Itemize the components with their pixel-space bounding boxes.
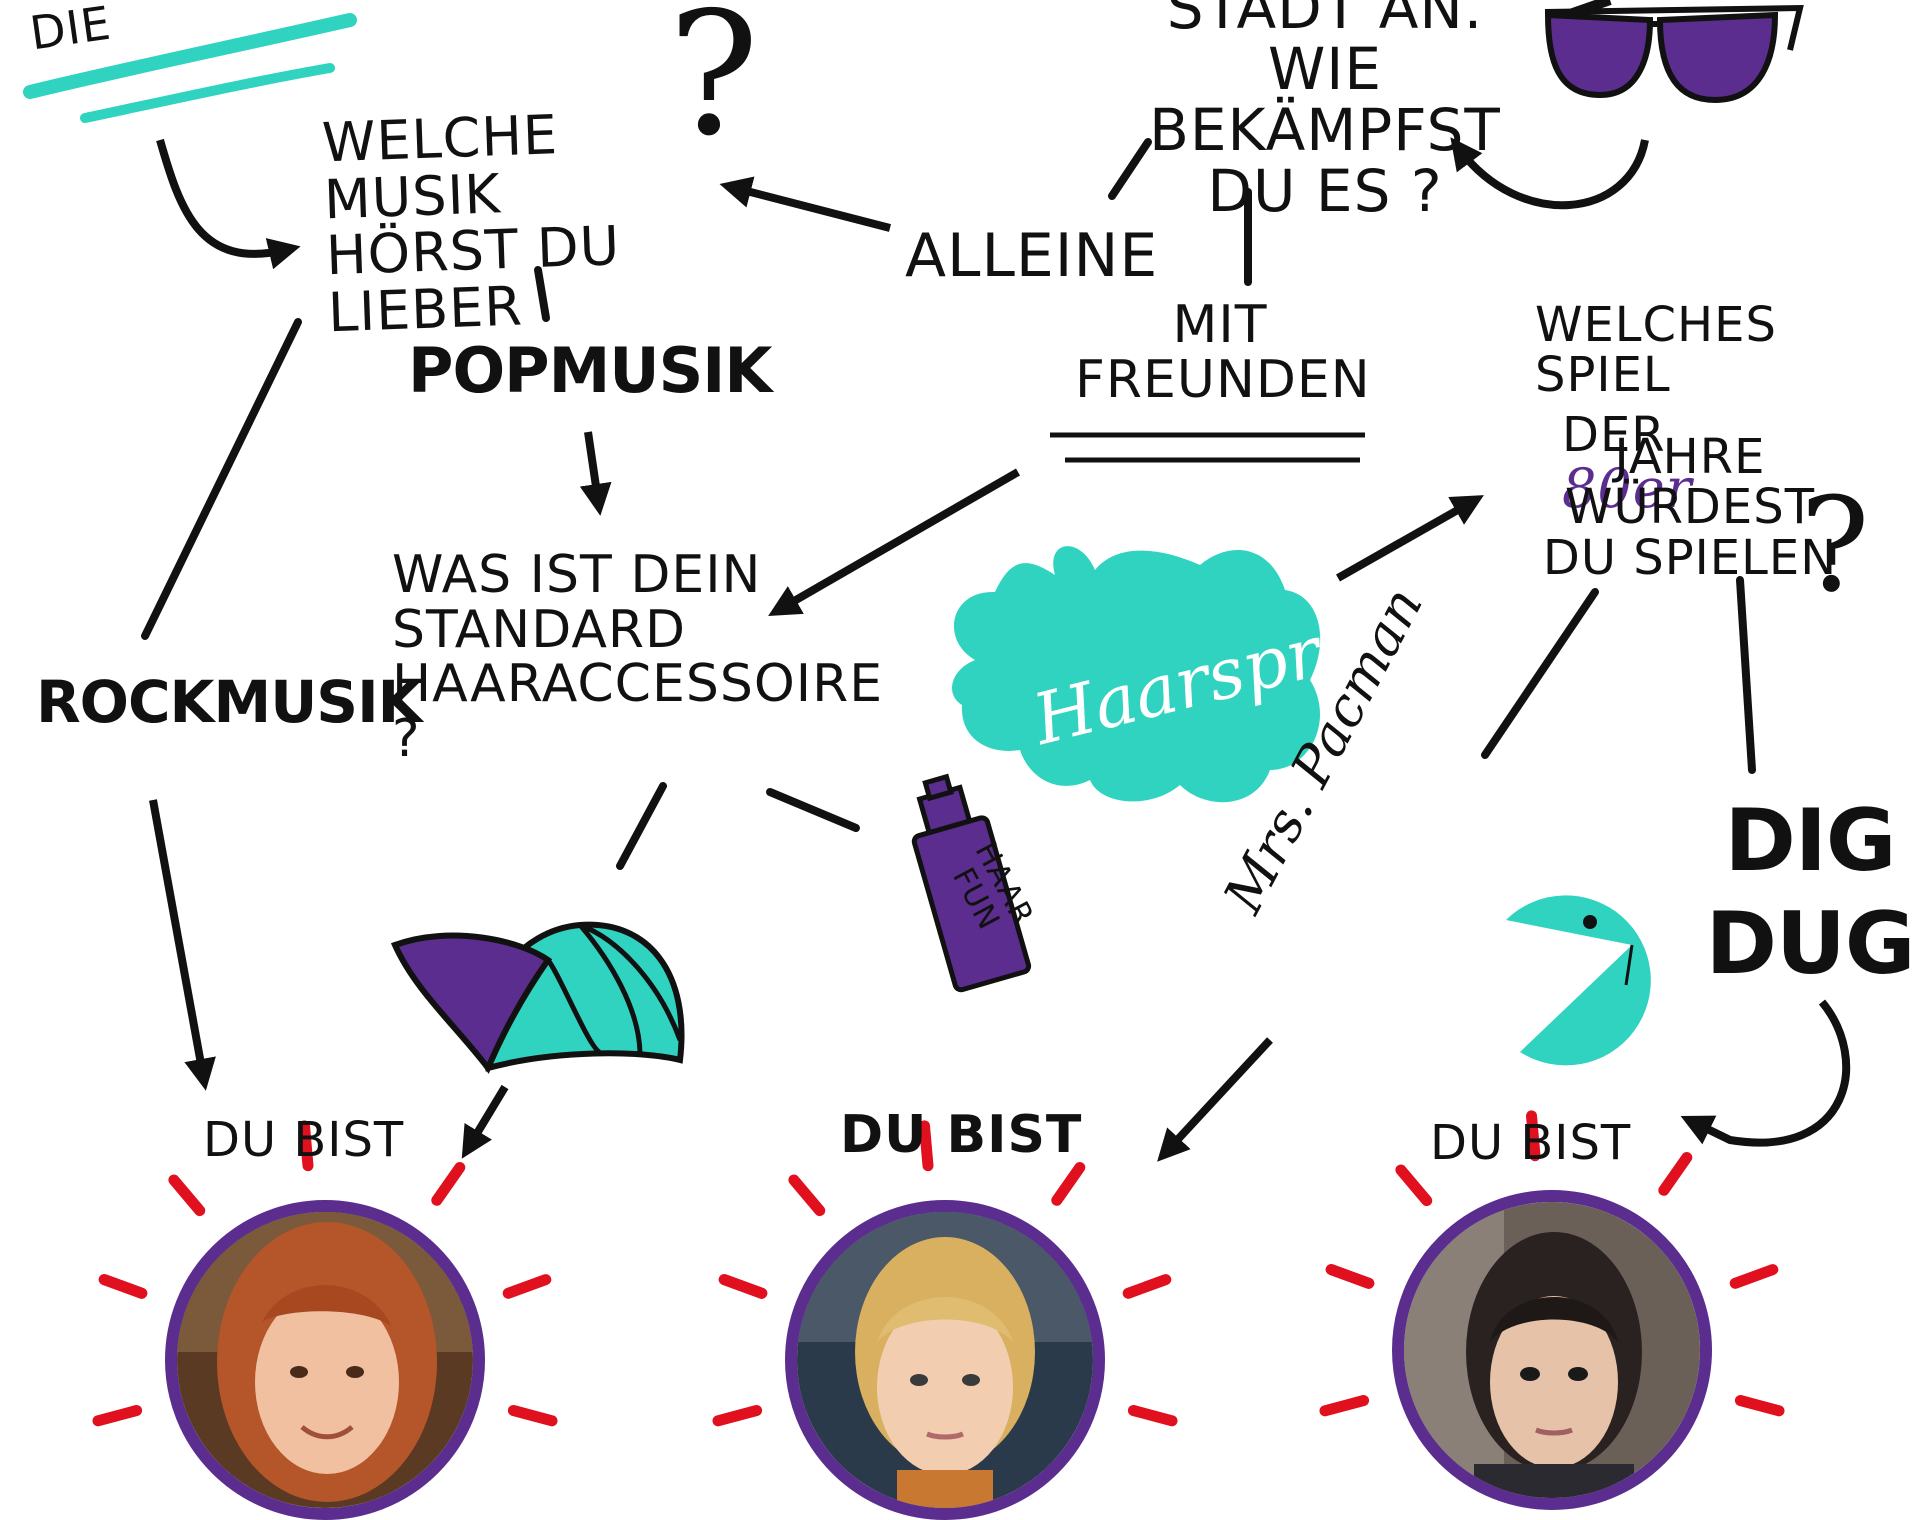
question-hair: WAS IST DEIN STANDARD HAARACCESSOIRE ? — [392, 545, 884, 769]
arrow-hairspray-to-game — [1336, 495, 1484, 582]
burst-mark — [1729, 1264, 1779, 1289]
arrow-rock-to-result1 — [149, 799, 216, 1091]
burst-mark — [1319, 1395, 1370, 1417]
question-game-line2: DER 80er — [1562, 360, 1692, 517]
line-game-to-mspacman — [1481, 588, 1599, 759]
burst-mark — [507, 1405, 558, 1427]
result-label-1: DU BIST — [203, 1112, 405, 1168]
burst-mark — [1122, 1274, 1172, 1299]
result-photo-2 — [785, 1200, 1105, 1520]
portrait-dark-hair — [1404, 1202, 1700, 1498]
title-partial: DIE — [26, 0, 115, 61]
arrow-title-to-music — [156, 138, 301, 270]
question-game-der: DER — [1562, 407, 1666, 464]
burst-mark — [712, 1405, 763, 1427]
result-photo-3 — [1392, 1190, 1712, 1510]
burst-mark — [1395, 1164, 1433, 1207]
arrow-digdug-to-result3 — [1680, 999, 1851, 1147]
pacman-icon — [1506, 895, 1651, 1066]
question-game-line1: WELCHES SPIEL — [1535, 297, 1777, 404]
portrait-redhead — [177, 1212, 473, 1508]
hairspray-cloud-icon — [952, 546, 1321, 803]
portrait-blonde — [797, 1212, 1093, 1508]
question-mark-icon: ? — [668, 0, 760, 174]
burst-mark — [1127, 1405, 1178, 1427]
line-hair-to-cap — [616, 782, 667, 870]
answer-digdug: DIG DUG — [1705, 791, 1916, 995]
friends-underline — [1050, 432, 1365, 463]
result-label-2: DU BIST — [840, 1105, 1083, 1165]
question-game-line3: JAHRE WÜRDEST DU SPIELEN — [1542, 429, 1838, 586]
result-label-3: DU BIST — [1430, 1115, 1632, 1171]
burst-mark — [98, 1274, 148, 1299]
arrow-friends-to-hair — [768, 468, 1020, 616]
arrow-mspacman-to-result2 — [1157, 1037, 1273, 1162]
burst-mark — [1658, 1152, 1693, 1196]
burst-mark — [299, 1120, 314, 1172]
cap-icon — [390, 921, 685, 1074]
flowchart-canvas — [23, 0, 1851, 1427]
answer-friends: MIT FREUNDEN — [1075, 295, 1371, 410]
answer-pop: POPMUSIK — [408, 334, 772, 407]
question-game-80er: 80er — [1562, 456, 1693, 520]
title-highlight — [23, 13, 357, 123]
burst-mark — [788, 1174, 826, 1217]
line-music-to-rock — [141, 318, 302, 640]
arrow-cap-to-result1 — [461, 1084, 509, 1159]
question-threat: STADT AN. WIE BEKÄMPFST DU ES ? — [1149, 0, 1501, 225]
burst-mark — [92, 1405, 143, 1427]
spray-can-icon — [911, 773, 1032, 993]
answer-alone: ALLEINE — [905, 221, 1159, 291]
line-threat-to-alone — [1108, 138, 1152, 200]
arrow-alone-to-music — [719, 176, 891, 232]
burst-mark — [168, 1174, 206, 1217]
arrow-sunglasses-to-threat — [1450, 137, 1649, 210]
question-mark-icon: ? — [1800, 469, 1870, 621]
line-game-to-digdug — [1736, 576, 1756, 774]
result-photo-1 — [165, 1200, 485, 1520]
burst-mark — [1325, 1264, 1375, 1289]
answer-rock: ROCKMUSIK — [36, 668, 423, 736]
burst-mark — [718, 1274, 768, 1299]
burst-mark — [1734, 1395, 1785, 1417]
burst-mark — [431, 1162, 466, 1206]
line-music-to-pop — [534, 266, 550, 322]
burst-mark — [502, 1274, 552, 1299]
sunglasses-icon — [1544, 0, 1804, 104]
burst-mark — [1051, 1162, 1086, 1206]
arrow-pop-to-hair — [579, 431, 612, 516]
line-hair-to-spray — [766, 788, 860, 832]
burst-mark — [919, 1120, 934, 1172]
burst-mark — [1526, 1110, 1541, 1162]
